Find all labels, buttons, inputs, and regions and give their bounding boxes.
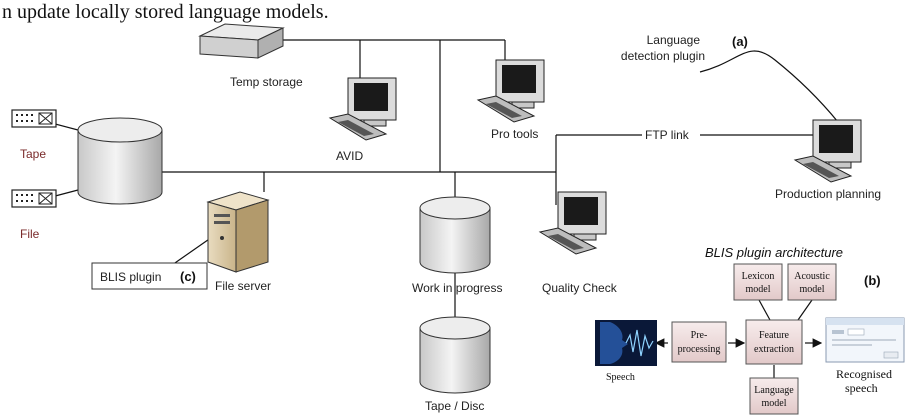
recognised-label-line2: speech <box>845 381 878 395</box>
file-server-icon <box>206 191 270 273</box>
blis-plugin-label: BLIS plugin <box>100 270 161 284</box>
speech-head-icon <box>595 320 657 366</box>
quality-check-label: Quality Check <box>542 281 618 295</box>
feature-label-line1: Feature <box>759 330 790 341</box>
quality-check-computer-icon <box>538 191 607 255</box>
recognised-label-line1: Recognised <box>836 367 892 381</box>
main-storage-cylinder-icon <box>77 117 163 205</box>
language-plugin-label-line2: detection plugin <box>621 49 705 63</box>
language-plugin-label-line1: Language <box>647 33 701 47</box>
lexicon-model-box <box>733 263 783 301</box>
work-in-progress-label: Work in progress <box>412 281 502 295</box>
feature-label-line2: extraction <box>754 344 794 355</box>
architecture-arrows <box>654 299 823 378</box>
marker-b: (b) <box>864 273 881 288</box>
tape-disc-cylinder-icon <box>419 316 491 394</box>
file-label: File <box>20 227 40 241</box>
marker-c: (c) <box>180 269 196 284</box>
lexicon-label-line2: model <box>746 284 771 295</box>
feature-extraction-box <box>745 319 803 365</box>
work-in-progress-cylinder-icon <box>419 196 491 274</box>
pro-tools-computer-icon <box>476 59 545 123</box>
temp-storage-icon <box>198 23 285 59</box>
pro-tools-label: Pro tools <box>491 127 538 141</box>
production-planning-label: Production planning <box>775 187 881 201</box>
lexicon-label-line1: Lexicon <box>742 271 775 282</box>
tape-disc-label: Tape / Disc <box>425 399 484 413</box>
production-planning-computer-icon <box>793 119 862 183</box>
avid-computer-icon <box>328 77 397 141</box>
pre-processing-label-line2: processing <box>678 344 721 355</box>
architecture-title: BLIS plugin architecture <box>705 245 843 260</box>
pre-processing-box <box>671 321 727 363</box>
acoustic-label-line2: model <box>800 284 825 295</box>
language-model-box <box>749 377 799 415</box>
avid-label: AVID <box>336 149 363 163</box>
tape-device-icon <box>11 109 57 128</box>
pre-processing-label-line1: Pre- <box>691 330 708 341</box>
blis-plugin-box <box>91 262 208 290</box>
tape-label: Tape <box>20 147 46 161</box>
ftp-link-label: FTP link <box>645 128 690 142</box>
temp-storage-label: Temp storage <box>230 75 303 89</box>
recognised-speech-window-icon <box>825 317 905 363</box>
header-text: n update locally stored language models. <box>2 1 329 23</box>
acoustic-label-line1: Acoustic <box>794 271 830 282</box>
marker-a: (a) <box>732 34 748 49</box>
language-label-line1: Language <box>754 385 794 396</box>
speech-label: Speech <box>606 372 635 383</box>
language-label-line2: model <box>762 398 787 409</box>
file-server-label: File server <box>215 279 271 293</box>
acoustic-model-box <box>787 263 837 301</box>
file-device-icon <box>11 189 57 208</box>
